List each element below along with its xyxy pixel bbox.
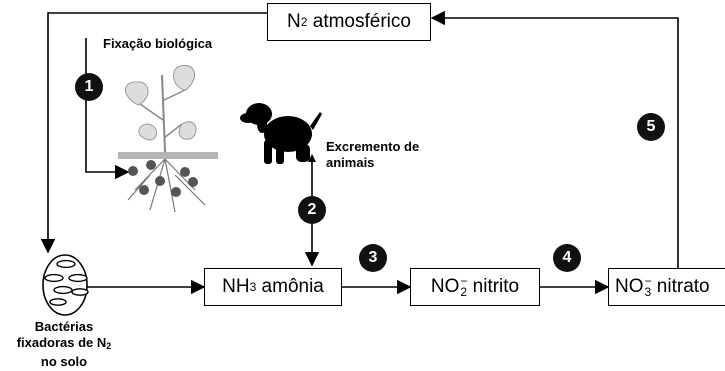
fixation-label: Fixação biológica bbox=[103, 36, 213, 51]
no2-subscript: 2 bbox=[460, 285, 468, 299]
bacteria-label: Bactérias fixadoras de N2 no solo bbox=[8, 319, 120, 370]
no3-symbol: NO bbox=[615, 276, 644, 297]
no2-superscript: − bbox=[460, 274, 468, 288]
no2-text: nitrito bbox=[467, 276, 520, 297]
no3-superscript: − bbox=[644, 274, 652, 288]
bacteria-label-line3: no solo bbox=[40, 354, 88, 369]
step-5-badge: 5 bbox=[637, 113, 665, 141]
plant-icon bbox=[118, 64, 218, 213]
no2-nitrite-box: NO−2 nitrito bbox=[410, 268, 540, 306]
step-1-badge: 1 bbox=[75, 73, 103, 101]
nh3-subscript: 3 bbox=[249, 280, 257, 294]
step-2-badge: 2 bbox=[298, 196, 326, 224]
bacteria-label-line1: Bactérias bbox=[34, 319, 94, 334]
n2-symbol: N bbox=[287, 11, 301, 32]
arrow-nitrate-to-n2 bbox=[430, 10, 679, 268]
bacteria-label-line2-text: fixadoras de N bbox=[16, 335, 107, 350]
step-4-badge: 4 bbox=[553, 244, 581, 272]
nh3-text: amônia bbox=[256, 276, 324, 297]
no3-subscript: 3 bbox=[644, 285, 652, 299]
no3-text: nitrato bbox=[651, 276, 710, 297]
no2-symbol: NO bbox=[430, 276, 460, 297]
bacteria-icon bbox=[42, 254, 89, 316]
n2-text: atmosférico bbox=[307, 11, 411, 32]
bacteria-label-line2: fixadoras de N2 bbox=[8, 335, 120, 354]
excrement-label: Excremento de animais bbox=[326, 139, 420, 170]
step-3-badge: 3 bbox=[359, 244, 387, 272]
arrow-fixation bbox=[85, 38, 130, 180]
arrow-n2-to-bacteria bbox=[40, 12, 267, 254]
nh3-symbol: NH bbox=[222, 276, 250, 297]
dog-icon bbox=[240, 103, 322, 164]
bacteria-label-line2-sub: 2 bbox=[106, 341, 112, 351]
n2-subscript: 2 bbox=[300, 15, 308, 29]
no3-nitrate-box: NO−3 nitrato bbox=[608, 268, 725, 306]
